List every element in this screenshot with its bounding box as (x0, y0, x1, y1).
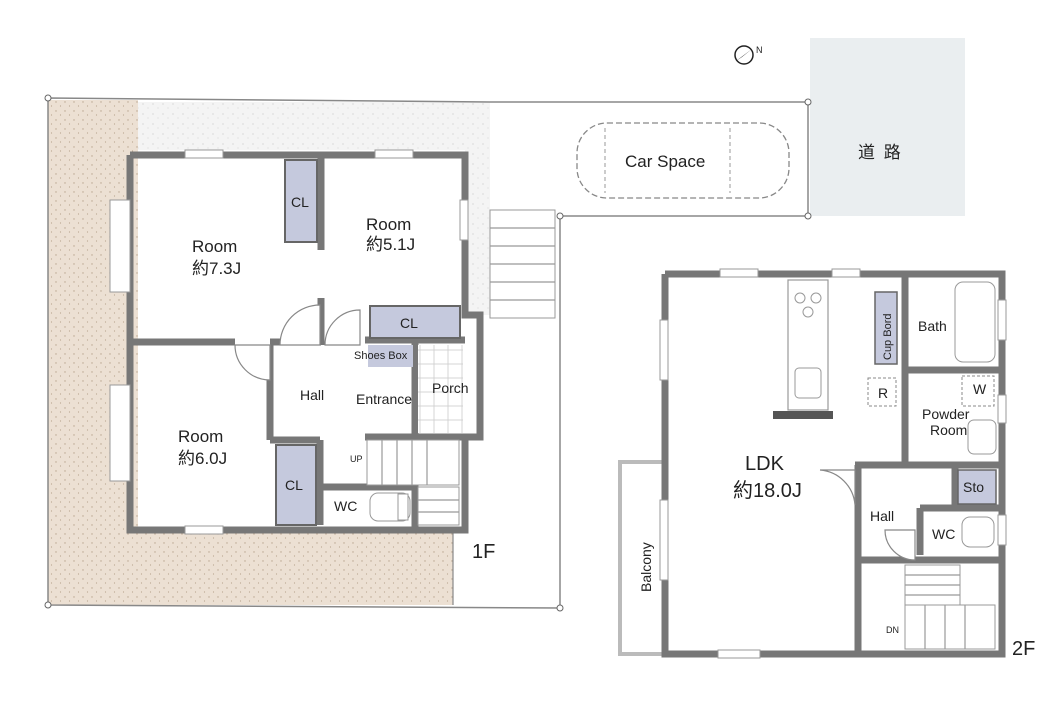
shoes-box-label: Shoes Box (354, 350, 408, 362)
closet-3 (275, 444, 317, 526)
wc-2f-label: WC (932, 526, 955, 542)
balcony (618, 460, 667, 656)
room-1-size: 約7.3J (192, 259, 241, 278)
car-space-label: Car Space (625, 152, 705, 171)
floor1-label: 1F (472, 541, 495, 563)
floor1-plan: UP Room 約7.3J Room 約5.1J Room 約6.0J CL C… (109, 149, 495, 563)
closet-1-label: CL (291, 194, 309, 210)
closet-2 (369, 305, 461, 339)
car-space: Car Space (576, 122, 790, 199)
powder-room-label-1: Powder (922, 406, 970, 422)
compass-icon: N (734, 45, 763, 65)
external-stairs (489, 209, 556, 319)
floor2-label: 2F (1012, 638, 1035, 660)
room-1-name: Room (192, 237, 237, 256)
room-2-name: Room (366, 215, 411, 234)
room-2-size: 約5.1J (366, 235, 415, 254)
floor2-plan: DN LDK 約18.0J Bath Cup Bord R W Powder R… (618, 268, 1035, 660)
storage (957, 469, 997, 505)
wc-label: WC (334, 498, 357, 514)
road-label: 道 路 (858, 143, 903, 162)
storage-label: Sto (963, 479, 984, 495)
garden-area-bottom (48, 530, 453, 605)
hall-label: Hall (300, 387, 324, 403)
washer-label: W (973, 381, 987, 397)
room-3-name: Room (178, 427, 223, 446)
site-boundary (47, 97, 809, 609)
balcony-label: Balcony (638, 542, 654, 592)
bath-label: Bath (918, 318, 947, 334)
hall-2f-label: Hall (870, 508, 894, 524)
porch-floor (418, 345, 463, 433)
stair-up-label: UP (350, 454, 363, 464)
fridge (867, 377, 897, 407)
stair-down-label: DN (886, 625, 899, 635)
paving-area-side (465, 150, 490, 315)
cupboard-label: Cup Bord (882, 314, 894, 360)
entrance-label: Entrance (356, 391, 412, 407)
bathtub (954, 281, 996, 363)
powder-room-label-2: Room (930, 422, 967, 438)
porch-label: Porch (432, 380, 469, 396)
closet-3-label: CL (285, 477, 303, 493)
washer (961, 375, 995, 407)
road-area (810, 38, 965, 216)
room-3-size: 約6.0J (178, 449, 227, 468)
closet-1 (284, 159, 318, 243)
garden-area (48, 100, 138, 605)
paving-area (138, 102, 490, 150)
ldk-size: 約18.0J (733, 479, 802, 502)
cupboard (874, 291, 898, 365)
stairs-1f: UP (350, 439, 460, 526)
closet-2-label: CL (400, 315, 418, 331)
site (44, 38, 965, 612)
stairs-2f: DN (886, 564, 996, 650)
fridge-label: R (878, 385, 888, 401)
ldk-label: LDK (745, 453, 785, 475)
shoes-box (368, 345, 413, 367)
svg-text:N: N (756, 45, 763, 55)
